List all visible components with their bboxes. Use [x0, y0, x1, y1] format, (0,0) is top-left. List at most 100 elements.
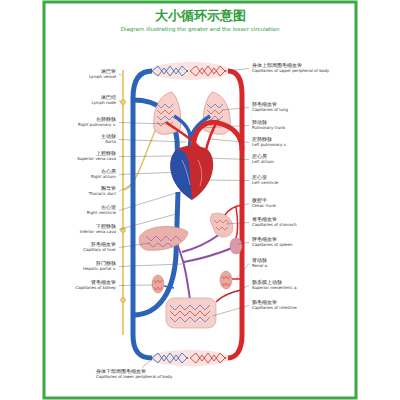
inferior-vena-cava [133, 192, 178, 315]
lymph-node [121, 100, 126, 105]
leader-line [119, 156, 176, 158]
english-label: Right pulmonary v. [78, 123, 116, 127]
leader-line [216, 286, 249, 301]
lower-capillary-bed [150, 350, 230, 366]
chinese-label: 淋巴管 [101, 70, 116, 75]
english-label: Inferior vena cava [80, 230, 116, 234]
chinese-label: 肠毛细血管 [252, 301, 277, 306]
chinese-label: 左心室 [252, 176, 267, 181]
chinese-label: 肺动脉 [252, 121, 267, 126]
heart-highlight [182, 160, 202, 186]
english-label: Left ventricle [252, 181, 278, 185]
renal-vein [164, 286, 174, 288]
chinese-label: 肺毛细血管 [252, 103, 277, 108]
chinese-label: 肾动脉 [252, 259, 267, 264]
liver [139, 226, 188, 250]
english-label: Superior mesenteric a. [252, 286, 298, 290]
poster-frame [44, 2, 356, 398]
chinese-label: 胃毛细血管 [252, 218, 277, 223]
leader-line [119, 74, 122, 76]
leader-lines [119, 69, 249, 368]
chinese-label: 右肺静脉 [96, 118, 116, 123]
venous-capillaries [152, 353, 188, 363]
venous-capillaries [152, 66, 188, 76]
leader-line [205, 158, 249, 160]
intestine [166, 298, 216, 328]
english-label: Capillaries of spleen [252, 243, 292, 247]
spleen [230, 238, 242, 254]
chinese-label: 胸导管 [101, 187, 116, 192]
leader-line [222, 108, 249, 111]
leader-line [210, 139, 249, 143]
chinese-label: 肠系膜上动脉 [252, 281, 282, 286]
leader-line [226, 223, 249, 225]
leader-line [119, 190, 186, 211]
arterial-capillaries [190, 66, 226, 76]
leader-line [244, 204, 249, 206]
arterial-capillaries [190, 353, 226, 363]
english-label: Capillaries of kidney [75, 286, 116, 290]
leader-line [119, 214, 176, 230]
stomach-capillaries [214, 220, 229, 230]
leader-line [119, 140, 186, 143]
lymph-vessel [122, 70, 124, 335]
leader-line [238, 243, 249, 245]
english-label: Right atrium [91, 175, 116, 179]
chinese-label: 身体下部周围毛细血管 [96, 370, 146, 375]
intestine-capillaries [170, 305, 210, 322]
english-label: Capillaries of intestine [252, 306, 297, 310]
english-label: Capillaries of upper peripheral of body [252, 69, 329, 73]
english-label: Hepatic portal v. [83, 267, 116, 271]
heart-right-side [170, 150, 192, 200]
english-label: Capillaries of stomach [252, 223, 296, 227]
english-label: Renal a. [252, 264, 268, 268]
leader-line [212, 306, 249, 317]
leader-line [119, 123, 168, 125]
chinese-label: 肾毛细血管 [91, 281, 116, 286]
english-label: Pulmonary trunk [252, 126, 285, 130]
leader-line [119, 184, 132, 192]
leader-line [142, 361, 150, 368]
systemic-artery [228, 71, 242, 358]
english-label: Left pulmonary v. [252, 143, 287, 147]
english-label: Capillary of liver [83, 248, 116, 252]
chinese-label: 肝毛细血管 [91, 243, 116, 248]
english-label: Capillaries of lower peripheral of body [96, 375, 172, 379]
chinese-label: 脾毛细血管 [252, 238, 277, 243]
chinese-label: 肝门静脉 [96, 262, 116, 267]
leader-line [198, 126, 249, 129]
leader-line [119, 172, 180, 175]
kidney [152, 275, 164, 293]
right-lung [154, 92, 181, 134]
english-label: Left atrium [252, 160, 274, 164]
leader-line [119, 101, 121, 102]
english-label: Capillaries of lung [252, 108, 288, 112]
english-label: Aorta [105, 140, 116, 144]
leader-line [119, 285, 153, 287]
leader-line [119, 264, 182, 267]
lymph-node [121, 298, 126, 303]
kidney [220, 271, 232, 289]
leader-line [119, 243, 150, 248]
english-label: Celiac trunk [252, 204, 276, 208]
chinese-label: 淋巴结 [101, 96, 116, 101]
portal-vein [176, 234, 232, 300]
chinese-label: 上腔静脉 [96, 152, 116, 157]
title: 大小循环示意图 [155, 9, 246, 22]
chinese-label: 左肺静脉 [252, 138, 272, 143]
chinese-label: 身体上部周围毛细血管 [252, 64, 302, 69]
liver-capillaries [146, 236, 181, 247]
english-label: Right ventricle [87, 211, 116, 215]
leader-line [204, 180, 249, 182]
intestine-capillaries [170, 311, 210, 316]
chinese-label: 下腔静脉 [96, 225, 116, 230]
chinese-label: 主动脉 [101, 135, 116, 140]
english-label: Thoracic duct [89, 192, 116, 196]
chinese-label: 右心室 [101, 206, 116, 211]
english-label: Lymph vessel [89, 75, 116, 79]
stomach [210, 213, 233, 237]
leader-line [236, 264, 249, 280]
